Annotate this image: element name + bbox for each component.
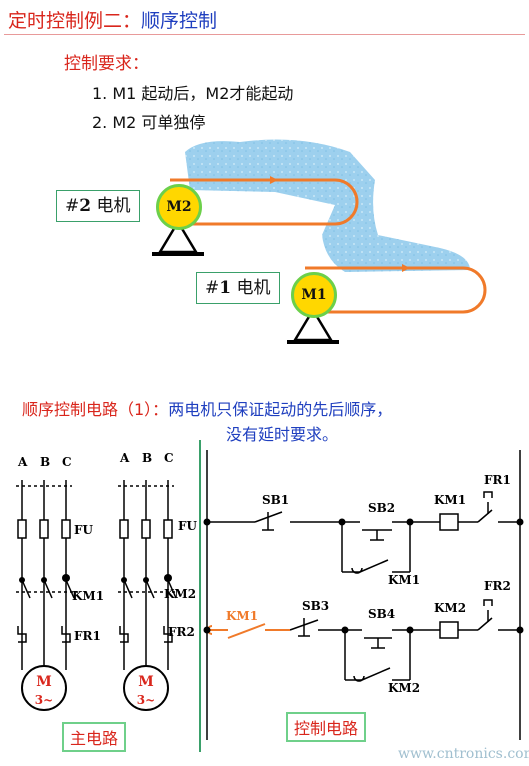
control-circuit-label: 控制电路 [286, 712, 367, 742]
fuse-label-1: FU [74, 523, 94, 537]
motor-1-label-box: #1 电机 [196, 272, 280, 304]
km2-aux-label: KM2 [388, 681, 420, 695]
belt-upper [170, 178, 359, 226]
km1-aux-label: KM1 [388, 573, 420, 587]
motor-2-label-box: #2 电机 [56, 190, 140, 222]
requirement-item-2: 2. M2 可单独停 [92, 113, 206, 132]
watermark: www.cntronics.com [398, 746, 529, 762]
page-title-part-a: 定时控制例二： [8, 10, 142, 32]
main-circuit-label: 主电路 [62, 722, 127, 752]
motor-2-number: 2 [79, 196, 92, 216]
phase-b-2: B [142, 451, 152, 465]
fr2-main-label: FR2 [168, 625, 195, 639]
sb2-label: SB2 [368, 501, 395, 515]
control-row-2 [289, 599, 520, 682]
main-circuit-1 [16, 480, 78, 711]
phase-c-2: C [164, 451, 174, 465]
belt-lower [305, 266, 487, 314]
fr2-control-label: FR2 [484, 579, 511, 593]
motor-m1: M1 [291, 272, 337, 318]
circuit-diagram: A B C A B C FU FU KM1 KM2 FR1 FR2 SB1 SB… [16, 440, 529, 762]
motor-2-text: 电机 [96, 196, 131, 216]
phase-b-1: B [40, 455, 50, 469]
interlock-contact [207, 623, 290, 639]
fuse-label-2: FU [178, 519, 198, 533]
km2-main-label: KM2 [164, 587, 196, 601]
motor-m2: M2 [156, 184, 202, 230]
phase-a-1: A [17, 455, 28, 469]
sb1-label: SB1 [262, 493, 289, 507]
requirements-title: 控制要求： [64, 54, 149, 74]
sb4-label: SB4 [368, 607, 395, 621]
motor-1-symbol: M [36, 674, 52, 690]
motor-2-symbol-sub: 3~ [137, 693, 155, 707]
circuit-title-blue-2: 没有延时要求。 [226, 425, 339, 444]
km1-coil-label: KM1 [434, 493, 466, 507]
motor-m2-label: M2 [166, 199, 192, 215]
circuit-title-red: 顺序控制电路（1）： [22, 400, 169, 419]
fr1-control-label: FR1 [484, 473, 511, 487]
circuit-title-blue-1: 两电机只保证起动的先后顺序， [168, 400, 393, 419]
motor-1-symbol-sub: 3~ [35, 693, 53, 707]
phase-c-1: C [62, 455, 72, 469]
page-title-part-b: 顺序控制 [141, 10, 218, 32]
motor-1-number: 1 [219, 278, 232, 298]
km1-interlock-label: KM1 [226, 609, 258, 623]
belt-lower-arrow [402, 264, 410, 272]
motor-m1-label: M1 [301, 287, 327, 303]
fr1-main-label: FR1 [74, 629, 101, 643]
km2-coil-label: KM2 [434, 601, 466, 615]
circuit-title: 顺序控制电路（1）：两电机只保证起动的先后顺序， [22, 396, 392, 420]
control-row-1 [207, 491, 520, 574]
title-divider [4, 34, 525, 35]
motor-illustration [152, 139, 487, 344]
motor-2-symbol: M [138, 674, 154, 690]
motor-1-text: 电机 [236, 278, 271, 298]
belt-upper-arrow [270, 176, 278, 184]
phase-a-2: A [119, 451, 130, 465]
km1-main-label: KM1 [72, 589, 104, 603]
sb3-label: SB3 [302, 599, 329, 613]
page-title: 定时控制例二：顺序控制 [8, 6, 217, 33]
requirement-item-1: 1. M1 起动后，M2才能起动 [92, 84, 294, 103]
